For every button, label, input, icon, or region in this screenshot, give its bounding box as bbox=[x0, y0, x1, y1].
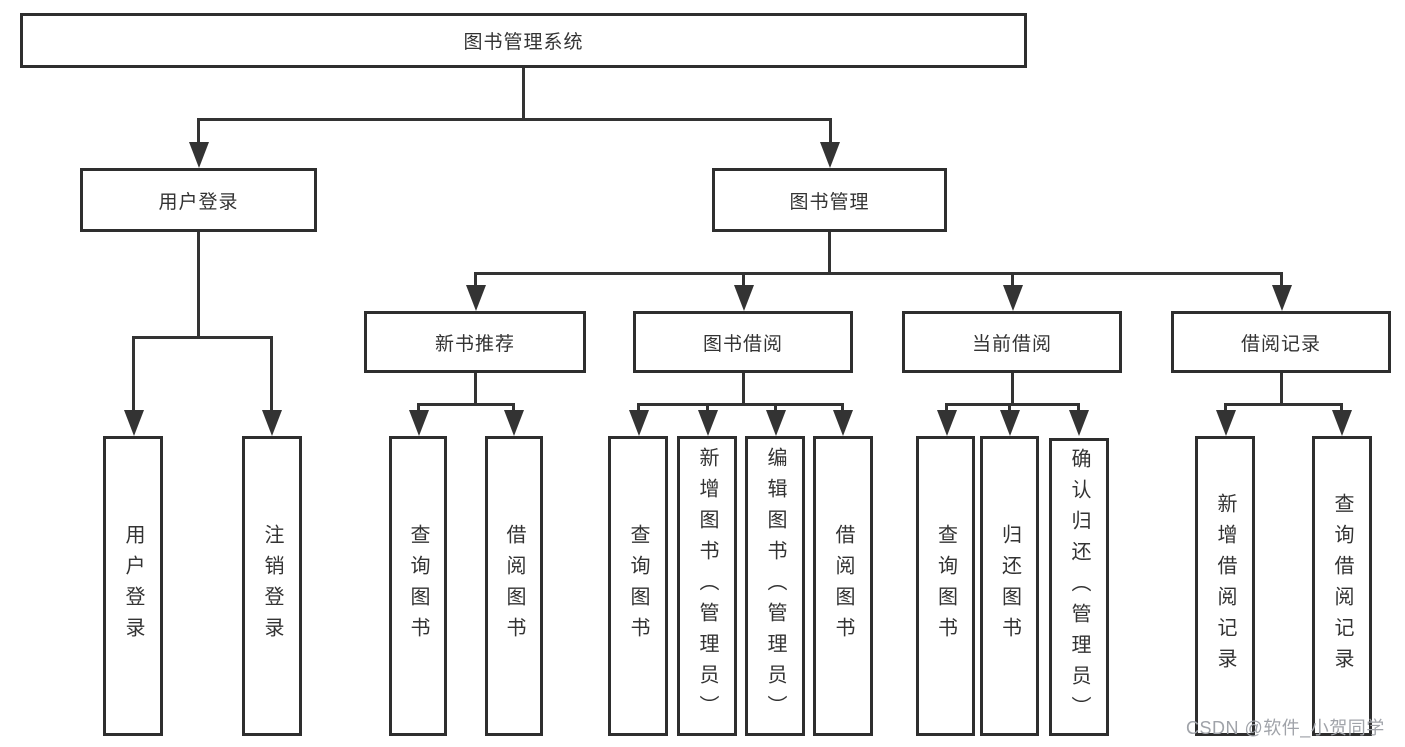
connector-bookborrow-bar bbox=[637, 403, 844, 406]
arrowhead-borrowrecords bbox=[1272, 285, 1292, 311]
connector-userlogin-bar bbox=[132, 336, 273, 339]
connector-bb-borrow-shaft bbox=[841, 403, 844, 413]
connector-leaf-login-shaft bbox=[132, 336, 135, 412]
arrowhead-br-query bbox=[1332, 410, 1352, 436]
node-new-book-recommend: 新书推荐 bbox=[364, 311, 586, 373]
leaf-bb-query-books: 查询图书 bbox=[608, 436, 668, 736]
leaf-rec-query-books: 查询图书 bbox=[389, 436, 447, 736]
connector-borrowrecords-stem bbox=[1280, 373, 1283, 405]
arrowhead-cb-return bbox=[1000, 410, 1020, 436]
connector-cb-confirm-shaft bbox=[1077, 403, 1080, 413]
arrowhead-cb-confirm bbox=[1069, 410, 1089, 436]
leaf-bb-borrow-books: 借阅图书 bbox=[813, 436, 873, 736]
connector-newbook-bar bbox=[417, 403, 515, 406]
connector-currentborrow-bar bbox=[945, 403, 1080, 406]
node-borrow-records: 借阅记录 bbox=[1171, 311, 1391, 373]
connector-userlogin-stem bbox=[197, 232, 200, 338]
leaf-cb-query-books: 查询图书 bbox=[916, 436, 975, 736]
connector-borrowrecords-bar bbox=[1224, 403, 1343, 406]
connector-br-add-shaft bbox=[1224, 403, 1227, 413]
connector-br-query-shaft bbox=[1340, 403, 1343, 413]
leaf-user-login: 用户登录 bbox=[103, 436, 163, 736]
connector-root-stem bbox=[522, 68, 525, 120]
leaf-br-query-record: 查询借阅记录 bbox=[1312, 436, 1372, 736]
connector-bookmgmt-stem bbox=[828, 232, 831, 274]
connector-bookborrow-shaft bbox=[742, 272, 745, 288]
leaf-logout-login: 注销登录 bbox=[242, 436, 302, 736]
connector-to-user-login-shaft bbox=[197, 118, 200, 146]
arrowhead-bb-borrow bbox=[833, 410, 853, 436]
arrowhead-bb-query bbox=[629, 410, 649, 436]
arrowhead-newbook bbox=[466, 285, 486, 311]
connector-bb-query-shaft bbox=[637, 403, 640, 413]
connector-rec-borrow-shaft bbox=[512, 403, 515, 413]
arrowhead-user-login bbox=[189, 142, 209, 168]
csdn-watermark: CSDN @软件_小贺同学 bbox=[1186, 718, 1385, 738]
connector-root-branch-bar bbox=[197, 118, 832, 121]
node-current-borrow: 当前借阅 bbox=[902, 311, 1122, 373]
node-book-borrow: 图书借阅 bbox=[633, 311, 853, 373]
connector-cb-query-shaft bbox=[945, 403, 948, 413]
arrowhead-leaf-logout bbox=[262, 410, 282, 436]
leaf-cb-return-books: 归还图书 bbox=[980, 436, 1039, 736]
arrowhead-bb-edit bbox=[766, 410, 786, 436]
arrowhead-rec-borrow bbox=[504, 410, 524, 436]
leaf-cb-confirm-return-admin: 确认归还（管理员） bbox=[1049, 438, 1109, 736]
arrowhead-leaf-login bbox=[124, 410, 144, 436]
arrowhead-book-mgmt bbox=[820, 142, 840, 168]
connector-bookborrow-stem bbox=[742, 373, 745, 405]
leaf-bb-edit-books-admin: 编辑图书（管理员） bbox=[745, 436, 805, 736]
connector-leaf-logout-shaft bbox=[270, 336, 273, 412]
connector-borrowrecords-shaft bbox=[1280, 272, 1283, 288]
connector-cb-return-shaft bbox=[1008, 403, 1011, 413]
leaf-bb-add-books-admin: 新增图书（管理员） bbox=[677, 436, 737, 736]
leaf-br-add-record: 新增借阅记录 bbox=[1195, 436, 1255, 736]
connector-newbook-shaft bbox=[474, 272, 477, 288]
connector-bb-add-shaft bbox=[706, 403, 709, 413]
node-book-management: 图书管理 bbox=[712, 168, 947, 232]
connector-currentborrow-stem bbox=[1011, 373, 1014, 405]
arrowhead-bb-add bbox=[698, 410, 718, 436]
connector-bookmgmt-bar bbox=[474, 272, 1282, 275]
connector-rec-query-shaft bbox=[417, 403, 420, 413]
node-root-library-system: 图书管理系统 bbox=[20, 13, 1027, 68]
arrowhead-rec-query bbox=[409, 410, 429, 436]
connector-bb-edit-shaft bbox=[774, 403, 777, 413]
arrowhead-currentborrow bbox=[1003, 285, 1023, 311]
arrowhead-bookborrow bbox=[734, 285, 754, 311]
leaf-rec-borrow-books: 借阅图书 bbox=[485, 436, 543, 736]
node-user-login: 用户登录 bbox=[80, 168, 317, 232]
arrowhead-br-add bbox=[1216, 410, 1236, 436]
connector-to-book-mgmt-shaft bbox=[829, 118, 832, 146]
connector-currentborrow-shaft bbox=[1011, 272, 1014, 288]
connector-newbook-stem bbox=[474, 373, 477, 405]
arrowhead-cb-query bbox=[937, 410, 957, 436]
